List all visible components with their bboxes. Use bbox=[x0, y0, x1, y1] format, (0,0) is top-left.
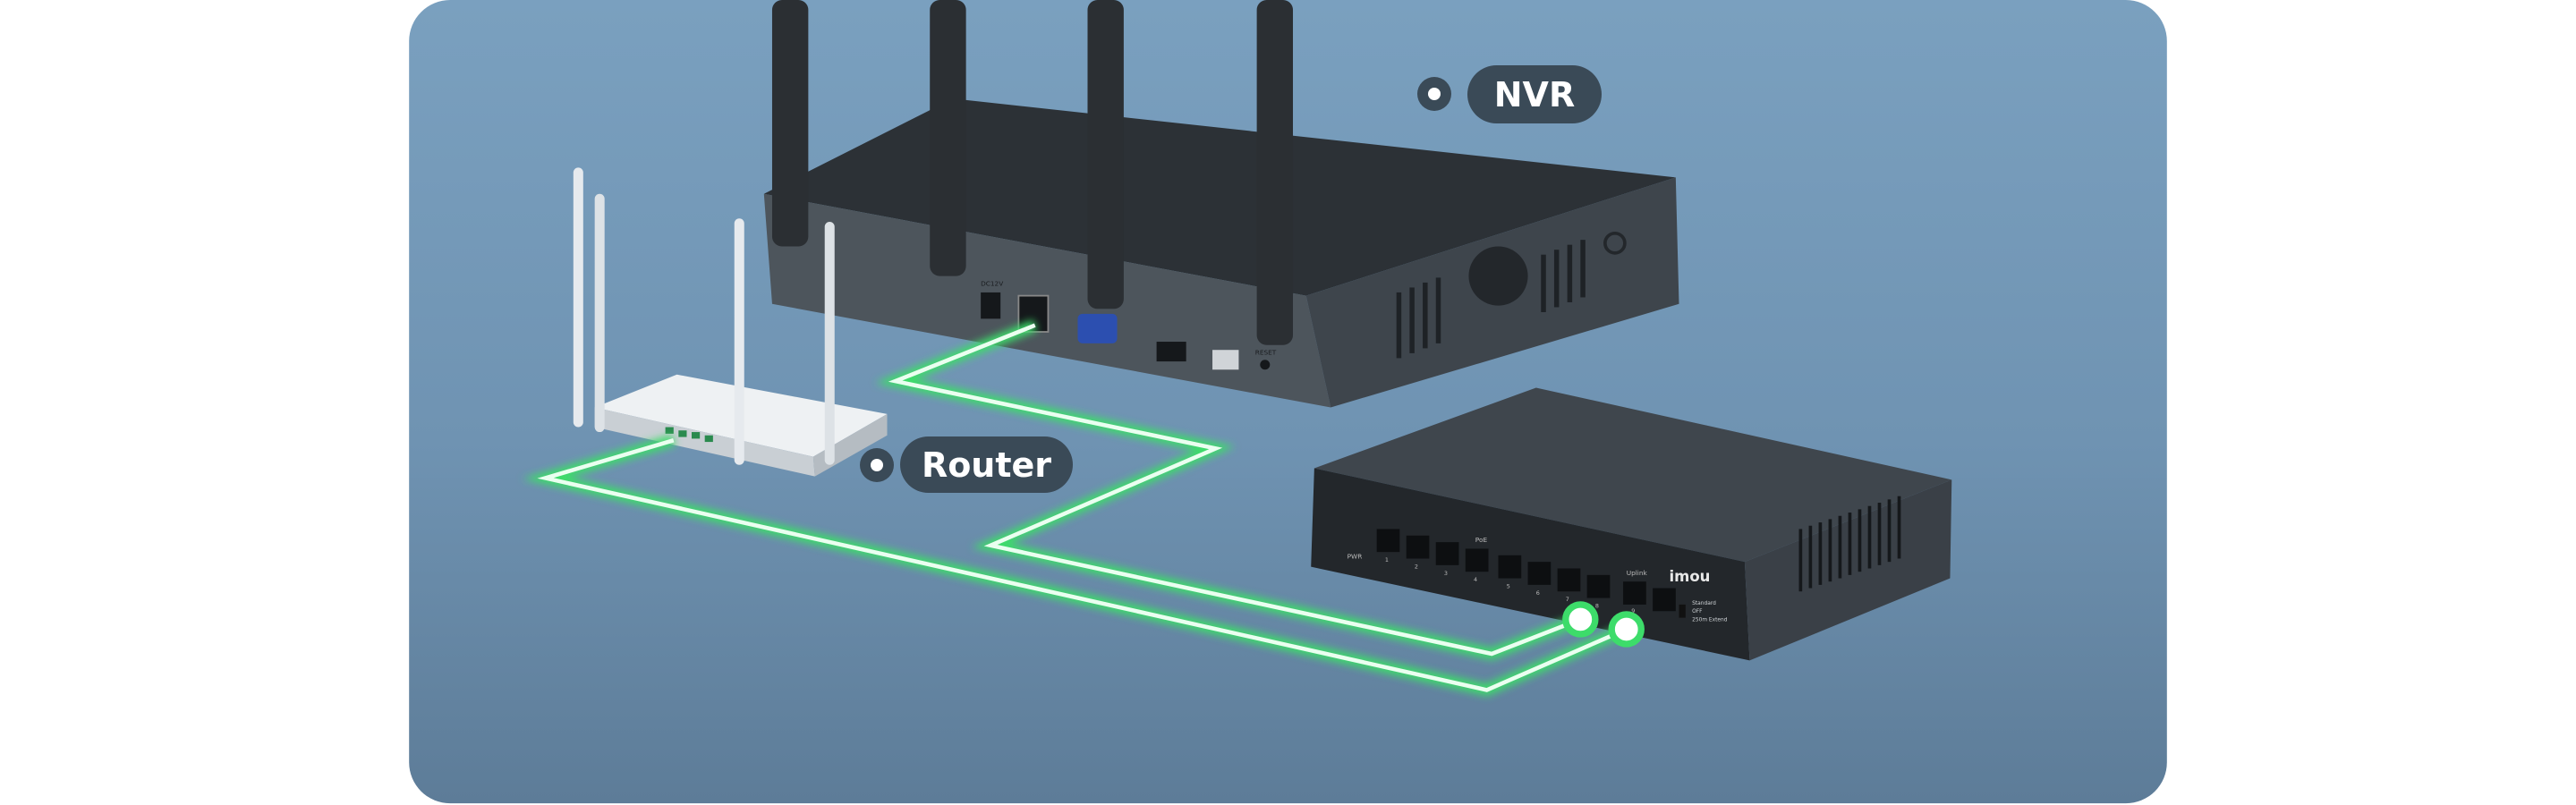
switch-mode-standard-label: Standard bbox=[1692, 601, 1716, 606]
switch-port-number: 4 bbox=[1474, 576, 1477, 583]
switch-mode-toggle[interactable] bbox=[1679, 604, 1686, 618]
cable-router-to-switch bbox=[523, 435, 1629, 697]
switch-port-connection-marker bbox=[1562, 601, 1599, 638]
nvr-label-dot bbox=[1417, 77, 1451, 111]
router-label-dot bbox=[860, 448, 894, 482]
nvr-dc12v-label: DC12V bbox=[981, 280, 1003, 288]
router-device bbox=[573, 167, 888, 477]
nvr-reset-label: RESET bbox=[1255, 349, 1277, 357]
switch-port-number: 3 bbox=[1444, 570, 1448, 577]
switch-uplink-label: Uplink bbox=[1627, 569, 1648, 577]
switch-port-number: 1 bbox=[1385, 556, 1389, 564]
cable-nvr-to-switch bbox=[875, 319, 1583, 660]
switch-mode-off-label: OFF bbox=[1692, 609, 1703, 614]
switch-port-connection-marker bbox=[1608, 611, 1645, 648]
switch-port-number: 8 bbox=[1595, 603, 1599, 610]
switch-port-number: 7 bbox=[1566, 596, 1569, 603]
router-label: Router bbox=[900, 436, 1073, 493]
switch-mode-extend-label: 250m Extend bbox=[1692, 617, 1728, 623]
nvr-label: NVR bbox=[1467, 65, 1602, 123]
switch-port-number: 6 bbox=[1536, 589, 1540, 597]
switch-poe-label: PoE bbox=[1475, 536, 1488, 544]
switch-port-number: 9 bbox=[1631, 607, 1635, 614]
poe-switch-device: imou PoE Uplink PWR 1 2 3 4 5 6 7 8 9 St… bbox=[1311, 387, 1952, 661]
switch-port-number: 5 bbox=[1507, 583, 1510, 590]
nvr-device: DC12V RESET bbox=[763, 0, 1679, 408]
switch-port-number: 2 bbox=[1415, 564, 1418, 571]
switch-brand-logo: imou bbox=[1669, 568, 1710, 585]
switch-pwr-label: PWR bbox=[1348, 552, 1363, 560]
